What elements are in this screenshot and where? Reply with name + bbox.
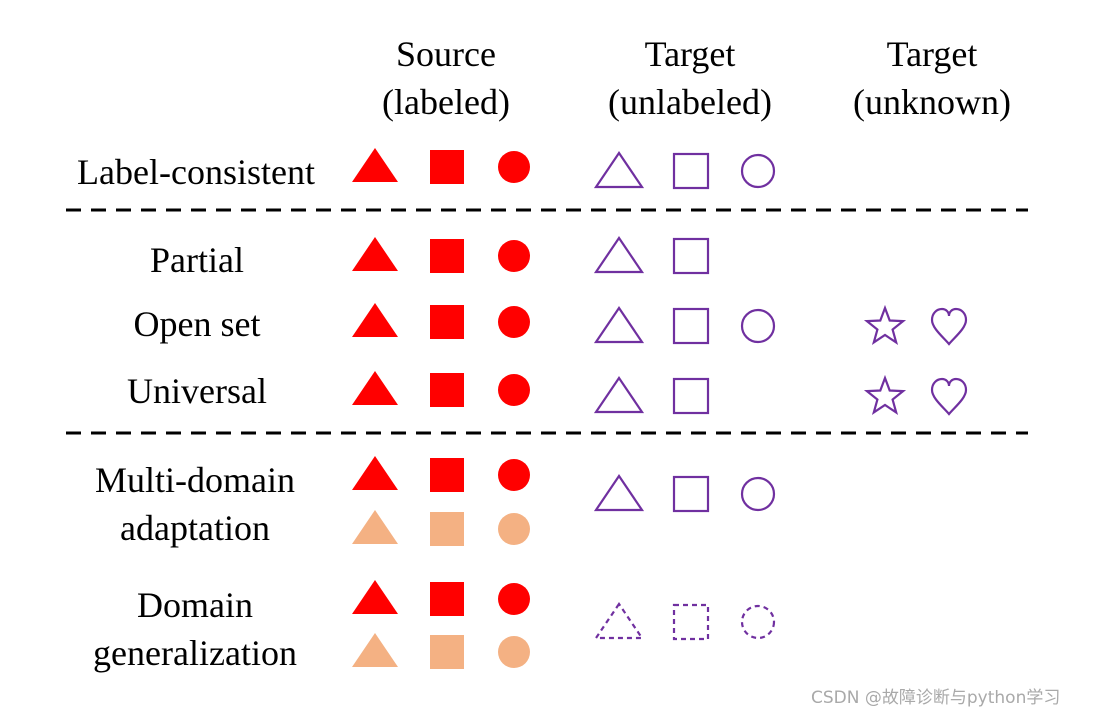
circle-icon	[740, 153, 776, 189]
triangle-icon	[352, 456, 398, 490]
row-label-multi-domain-line2: adaptation	[120, 508, 270, 548]
star-icon	[863, 374, 907, 415]
square-icon	[430, 239, 464, 273]
triangle-icon	[593, 306, 645, 344]
star-icon	[863, 304, 907, 345]
heart-icon	[930, 377, 968, 416]
row-label-partial: Partial	[150, 240, 244, 280]
square-icon	[430, 512, 464, 546]
circle-icon	[498, 306, 530, 338]
square-icon	[672, 237, 710, 275]
row-label-domain-generalization-line1: Domain	[137, 585, 253, 625]
row-label-domain-generalization-line2: generalization	[93, 633, 297, 673]
square-icon	[672, 307, 710, 345]
triangle-icon	[593, 236, 645, 274]
square-icon	[430, 150, 464, 184]
row-label-universal: Universal	[127, 371, 267, 411]
header-source-subtitle: (labeled)	[382, 82, 510, 122]
circle-icon	[498, 583, 530, 615]
circle-icon	[498, 459, 530, 491]
circle-icon	[498, 513, 530, 545]
triangle-icon	[593, 151, 645, 189]
triangle-icon	[352, 237, 398, 271]
triangle-icon	[593, 602, 645, 640]
row-label-multi-domain-line1: Multi-domain	[95, 460, 295, 500]
triangle-icon	[593, 376, 645, 414]
triangle-icon	[352, 303, 398, 337]
header-target-unlabeled: Target (unlabeled)	[608, 30, 772, 126]
header-target-unlabeled-title: Target	[644, 34, 736, 74]
square-icon	[672, 603, 710, 641]
square-icon	[672, 377, 710, 415]
circle-icon	[498, 636, 530, 668]
triangle-icon	[593, 474, 645, 512]
circle-icon	[740, 308, 776, 344]
circle-icon	[740, 476, 776, 512]
square-icon	[672, 152, 710, 190]
square-icon	[430, 582, 464, 616]
header-target-unknown: Target (unknown)	[853, 30, 1011, 126]
header-target-unlabeled-subtitle: (unlabeled)	[608, 82, 772, 122]
triangle-icon	[352, 510, 398, 544]
circle-icon	[740, 604, 776, 640]
square-icon	[430, 458, 464, 492]
triangle-icon	[352, 371, 398, 405]
header-target-unknown-subtitle: (unknown)	[853, 82, 1011, 122]
square-icon	[430, 373, 464, 407]
header-source-title: Source	[396, 34, 496, 74]
heart-icon	[930, 307, 968, 346]
row-label-open-set: Open set	[133, 304, 261, 344]
circle-icon	[498, 240, 530, 272]
square-icon	[430, 635, 464, 669]
circle-icon	[498, 151, 530, 183]
triangle-icon	[352, 148, 398, 182]
triangle-icon	[352, 633, 398, 667]
header-source: Source (labeled)	[382, 30, 510, 126]
row-label-label-consistent: Label-consistent	[77, 152, 315, 192]
square-icon	[672, 475, 710, 513]
square-icon	[430, 305, 464, 339]
watermark: CSDN @故障诊断与python学习	[811, 688, 1061, 708]
triangle-icon	[352, 580, 398, 614]
circle-icon	[498, 374, 530, 406]
header-target-unknown-title: Target	[886, 34, 978, 74]
